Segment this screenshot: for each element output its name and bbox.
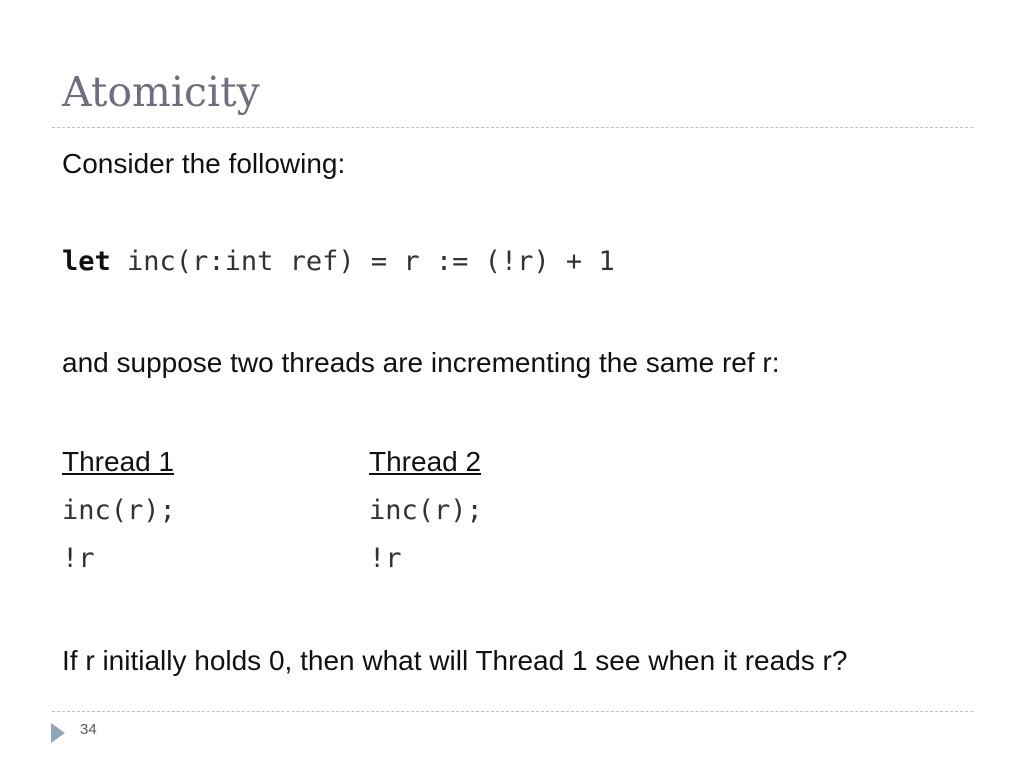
thread-1-read: !r bbox=[62, 543, 95, 574]
page-number: 34 bbox=[80, 721, 97, 738]
triangle-bullet-icon bbox=[51, 723, 65, 743]
code-keyword: let bbox=[62, 246, 111, 277]
intro-text: Consider the following: bbox=[62, 148, 346, 179]
code-line: let inc(r:int ref) = r := (!r) + 1 bbox=[62, 248, 615, 275]
title-divider bbox=[52, 127, 973, 128]
thread-2-heading: Thread 2 bbox=[369, 446, 482, 477]
thread-1-call: inc(r); bbox=[62, 495, 176, 526]
thread-2-call: inc(r); bbox=[369, 495, 483, 526]
suppose-text: and suppose two threads are incrementing… bbox=[62, 347, 780, 378]
thread-2-read: !r bbox=[369, 543, 402, 574]
slide-title: Atomicity bbox=[62, 68, 260, 116]
question-text: If r initially holds 0, then what will T… bbox=[62, 645, 848, 676]
footer-divider bbox=[52, 711, 973, 712]
code-rest: inc(r:int ref) = r := (!r) + 1 bbox=[110, 246, 615, 277]
thread-1-heading: Thread 1 bbox=[62, 446, 175, 477]
